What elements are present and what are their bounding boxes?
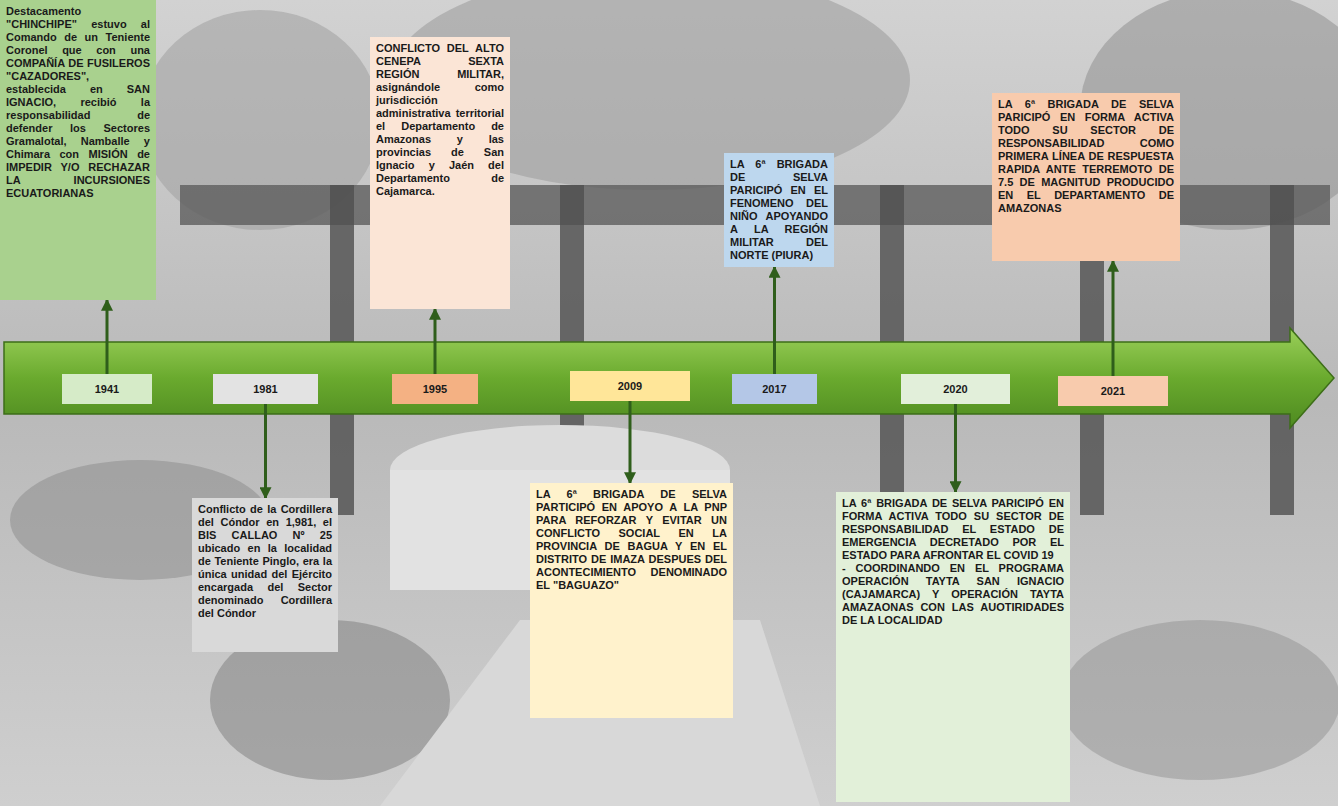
year-label: 2009 [618, 380, 642, 392]
timeline-connector [1112, 261, 1115, 376]
event-text: LA 6ª BRIGADA DE SELVA PARICIPÓ EN FORMA… [842, 497, 1064, 562]
year-box: 1995 [392, 374, 478, 404]
event-text: Destacamento "CHINCHIPE" estuvo al Coman… [6, 5, 150, 200]
timeline-connector [106, 300, 109, 374]
year-box: 2009 [570, 371, 690, 401]
event-text: LA 6ª BRIGADA DE SELVA PARTICIPÓ EN APOY… [536, 488, 727, 592]
timeline-connector [434, 309, 437, 374]
year-box: 2021 [1058, 376, 1168, 406]
event-box: CONFLICTO DEL ALTO CENEPA SEXTA REGIÓN M… [370, 37, 510, 309]
timeline-connector [629, 401, 632, 483]
year-label: 1981 [253, 383, 277, 395]
year-label: 1941 [95, 383, 119, 395]
year-label: 2020 [943, 383, 967, 395]
event-box: LA 6ª BRIGADA DE SELVA PARICIPÓ EN EL FE… [724, 153, 834, 267]
timeline-connector [264, 404, 267, 498]
year-label: 1995 [423, 383, 447, 395]
event-box: LA 6ª BRIGADA DE SELVA PARTICIPÓ EN APOY… [530, 483, 733, 718]
year-box: 2020 [901, 374, 1010, 404]
timeline-connector [773, 267, 776, 374]
event-text: LA 6ª BRIGADA DE SELVA PARICIPÓ EN EL FE… [730, 158, 828, 262]
event-box: Destacamento "CHINCHIPE" estuvo al Coman… [0, 0, 156, 300]
event-box: Conflicto de la Cordillera del Cóndor en… [192, 498, 338, 652]
event-box: LA 6ª BRIGADA DE SELVA PARICIPÓ EN FORMA… [992, 93, 1180, 261]
year-box: 1981 [213, 374, 318, 404]
event-text: - COORDINANDO EN EL PROGRAMA OPERACIÓN T… [842, 562, 1064, 627]
year-label: 2017 [762, 383, 786, 395]
year-label: 2021 [1101, 385, 1125, 397]
timeline-connector [954, 404, 957, 492]
event-text: LA 6ª BRIGADA DE SELVA PARICIPÓ EN FORMA… [998, 98, 1174, 215]
year-box: 2017 [732, 374, 817, 404]
event-text: CONFLICTO DEL ALTO CENEPA SEXTA REGIÓN M… [376, 42, 504, 198]
event-box: LA 6ª BRIGADA DE SELVA PARICIPÓ EN FORMA… [836, 492, 1070, 802]
year-box: 1941 [62, 374, 152, 404]
event-text: Conflicto de la Cordillera del Cóndor en… [198, 503, 332, 620]
